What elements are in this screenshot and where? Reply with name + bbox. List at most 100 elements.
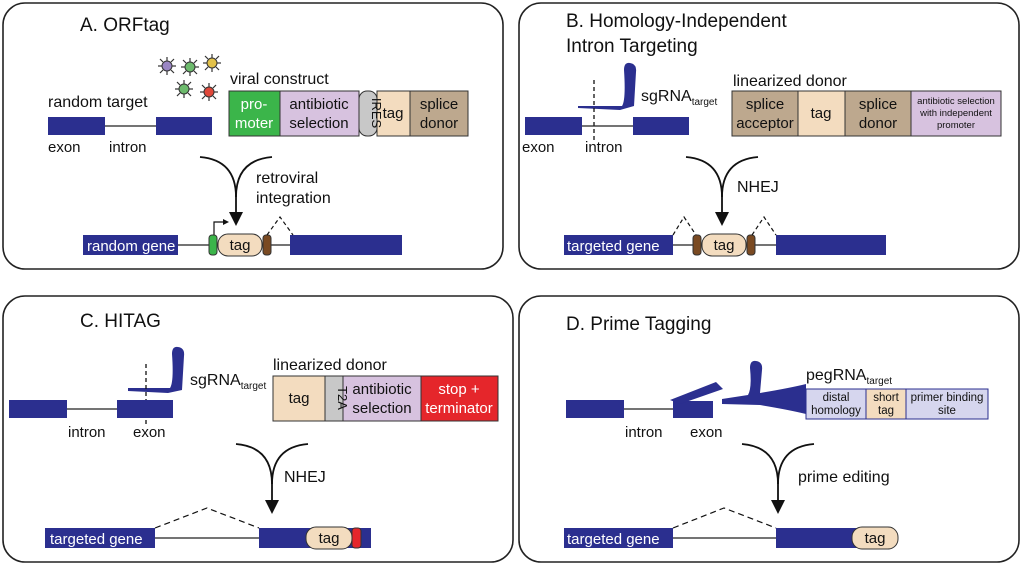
antibiotic-box	[279, 90, 360, 137]
antibiotic-label-2: with independent	[919, 108, 992, 119]
donor-label: linearized donor	[733, 73, 848, 90]
stop-label-1: stop +	[438, 381, 480, 398]
result-tag-label: tag	[230, 237, 251, 254]
virus-particles-icon	[158, 54, 221, 101]
splice-donor-box	[409, 90, 469, 137]
pegrna-label: pegRNAtarget	[806, 367, 892, 387]
result-tag-box	[217, 233, 263, 257]
sgrna-icon	[128, 346, 185, 393]
panel-d-frame	[518, 295, 1020, 563]
merge-arrow-icon	[199, 156, 273, 214]
antibiotic-label-2: selection	[289, 115, 348, 132]
exon-block	[117, 400, 173, 418]
merge-arrow-icon	[235, 443, 309, 502]
exon-label: exon	[690, 424, 723, 441]
primer-binding-box	[905, 388, 989, 420]
gene-label: targeted gene	[50, 531, 143, 548]
distal-label-2: homology	[811, 405, 861, 417]
antibiotic-label-1: antibiotic selection	[917, 96, 995, 107]
intron-label: intron	[625, 424, 663, 441]
merge-arrow-icon	[685, 156, 759, 214]
sgrna-label: sgRNAtarget	[641, 88, 717, 108]
panel-b-title-1: B. Homology-Independent	[566, 11, 787, 32]
splice-acceptor-label-2: acceptor	[736, 115, 794, 132]
exon-block	[564, 235, 673, 255]
panel-a-title: A. ORFtag	[80, 15, 170, 36]
t2a-label: T2A	[335, 386, 350, 410]
exon-label: exon	[522, 139, 555, 156]
process-label: NHEJ	[737, 179, 779, 196]
splice-dash	[672, 507, 777, 529]
distal-homology-box	[805, 388, 867, 420]
exon-block	[776, 235, 886, 255]
splice-dash	[266, 215, 294, 236]
promoter-label-1: pro-	[241, 96, 268, 113]
exon-block	[45, 528, 155, 548]
random-target-label: random target	[48, 94, 148, 111]
result-tag-label: tag	[865, 530, 886, 547]
exon-block	[633, 117, 689, 135]
green-marker	[208, 234, 218, 256]
exon-block	[83, 235, 178, 255]
gene-label: targeted gene	[567, 531, 660, 548]
brown-marker	[692, 234, 702, 256]
splice-dash	[672, 215, 697, 236]
antibiotic-box	[910, 90, 1002, 137]
splice-dash	[751, 215, 777, 236]
exon-block	[156, 117, 212, 135]
panel-c-title: C. HITAG	[80, 311, 161, 332]
antibiotic-label-3: promoter	[937, 120, 975, 131]
panel-c-frame	[2, 295, 514, 563]
process-label: NHEJ	[284, 469, 326, 486]
primer-label-2: site	[938, 405, 956, 417]
brown-marker	[746, 234, 756, 256]
short-tag-label-1: short	[873, 392, 899, 404]
splice-acceptor-label-1: splice	[746, 96, 784, 113]
splice-donor-label-1: splice	[859, 96, 897, 113]
splice-acceptor-box	[731, 90, 799, 137]
tag-label: tag	[811, 105, 832, 122]
panel-b-title-2: Intron Targeting	[566, 36, 698, 57]
result-tag-box	[701, 233, 747, 257]
tag-box	[272, 375, 326, 422]
process-label-1: retroviral	[256, 170, 318, 187]
exon-block	[564, 528, 673, 548]
result-tag-box	[851, 526, 899, 550]
brown-marker	[262, 234, 272, 256]
exon-block	[290, 235, 402, 255]
pegrna-icon	[722, 360, 806, 414]
tag-label: tag	[289, 390, 310, 407]
result-tag-label: tag	[714, 237, 735, 254]
sgrna-icon	[578, 62, 637, 110]
antibiotic-label-1: antibiotic	[289, 96, 349, 113]
process-label-2: integration	[256, 190, 331, 207]
splice-donor-label-2: donor	[420, 115, 458, 132]
panel-d-title: D. Prime Tagging	[566, 314, 711, 335]
promoter-box	[228, 90, 281, 137]
result-tag-label: tag	[319, 530, 340, 547]
merge-arrow-icon	[741, 443, 815, 502]
promoter-arrow-icon	[213, 221, 224, 235]
panel-b-frame	[518, 2, 1020, 270]
splice-donor-label-2: donor	[859, 115, 897, 132]
exon-block	[673, 401, 713, 418]
intron-label: intron	[109, 139, 147, 156]
panel-a-frame	[2, 2, 504, 270]
exon-block	[48, 117, 105, 135]
stop-label-2: terminator	[425, 400, 493, 417]
gene-label: targeted gene	[567, 238, 660, 255]
exon-block	[9, 400, 67, 418]
distal-label-1: distal	[823, 392, 850, 404]
antibiotic-label-2: selection	[352, 400, 411, 417]
splice-donor-label-1: splice	[420, 96, 458, 113]
exon-block	[566, 400, 624, 418]
splice-donor-box	[844, 90, 912, 137]
intron-label: intron	[68, 424, 106, 441]
tag-label: tag	[383, 105, 404, 122]
intron-label: intron	[585, 139, 623, 156]
red-marker	[351, 527, 362, 549]
tag-box	[376, 90, 411, 137]
antibiotic-box	[342, 375, 422, 422]
viral-construct-label: viral construct	[230, 71, 329, 88]
nicked-strand	[670, 382, 723, 404]
